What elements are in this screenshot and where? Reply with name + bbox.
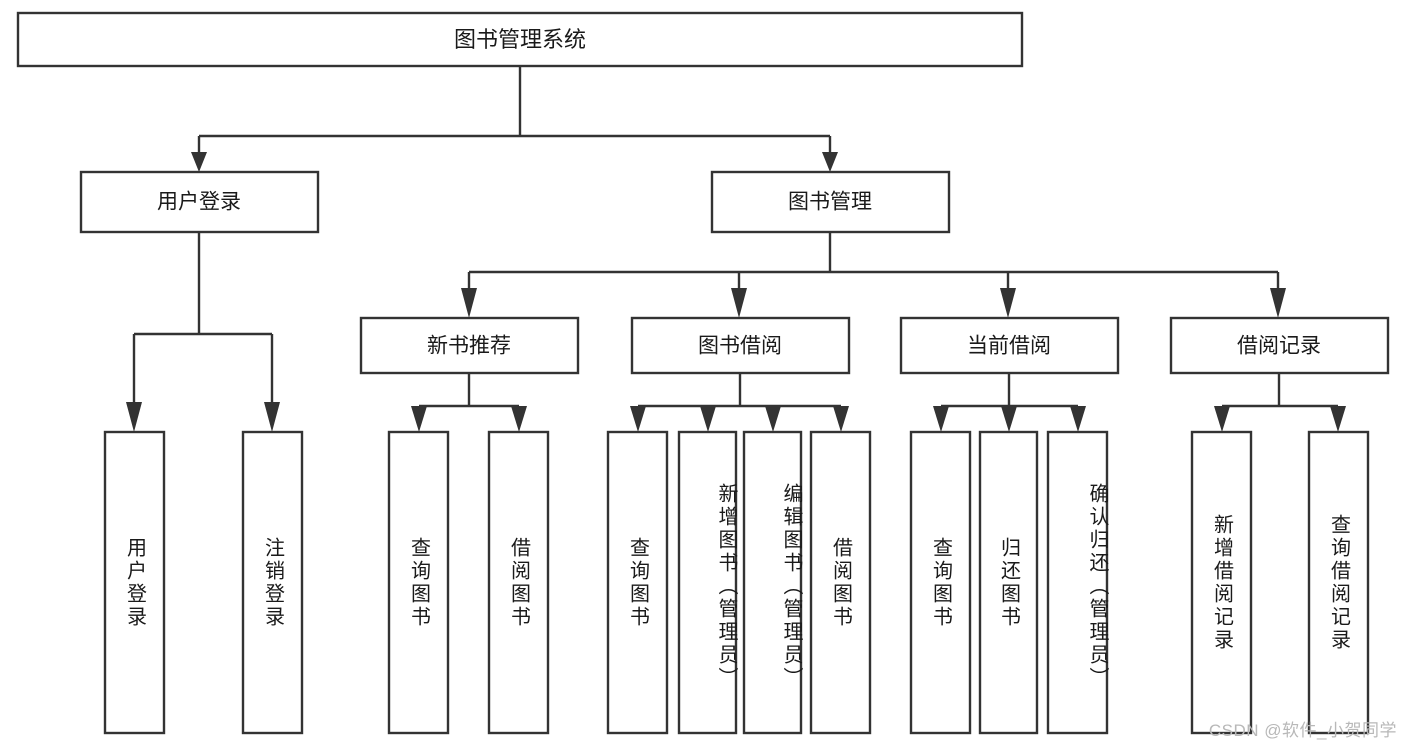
node-root[interactable]: 图书管理系统 — [16, 11, 1024, 68]
arrow-head-to-bookmgmt — [822, 152, 838, 172]
arrow-head-newbook-leaf-2 — [511, 406, 527, 432]
book-borrow-label: 图书借阅 — [698, 335, 782, 358]
arrow-head-currentborrow-leaf-3 — [1070, 406, 1086, 432]
current-borrow-label: 当前借阅 — [967, 335, 1051, 358]
node-user-login[interactable]: 用户登录 — [79, 170, 320, 234]
borrow-record-label: 借阅记录 — [1237, 335, 1321, 358]
leaf-box-borrow-book-2[interactable] — [809, 430, 872, 735]
node-book-borrow[interactable]: 图书借阅 — [630, 316, 851, 375]
csdn-watermark: CSDN @软件_小贺同学 — [1208, 721, 1397, 740]
arrow-head-currentborrow-leaf-2 — [1001, 406, 1017, 432]
borrow-record-box[interactable] — [1169, 316, 1390, 375]
arrow-head-to-book-borrow — [731, 288, 747, 318]
book-management-box[interactable] — [710, 170, 951, 234]
leaf-box-add-book-admin[interactable] — [677, 430, 738, 735]
leaf-box-add-borrow-record[interactable] — [1190, 430, 1253, 735]
book-management-label: 图书管理 — [788, 191, 872, 214]
leaf-box-borrow-book-1[interactable] — [487, 430, 550, 735]
user-login-label: 用户登录 — [157, 191, 241, 214]
arrow-head-bookborrow-leaf-4 — [833, 406, 849, 432]
new-book-recommend-box[interactable] — [359, 316, 580, 375]
node-new-book-recommend[interactable]: 新书推荐 — [359, 316, 580, 375]
arrow-head-borrowrecord-leaf-1 — [1214, 406, 1230, 432]
arrow-head-to-current-borrow — [1000, 288, 1016, 318]
leaf-box-query-book-3[interactable] — [909, 430, 972, 735]
node-borrow-record[interactable]: 借阅记录 — [1169, 316, 1390, 375]
current-borrow-box[interactable] — [899, 316, 1120, 375]
root-box[interactable] — [16, 11, 1024, 68]
arrow-head-user-login-leaf-1 — [126, 402, 142, 432]
arrow-head-borrowrecord-leaf-2 — [1330, 406, 1346, 432]
leaf-box-query-book-2[interactable] — [606, 430, 669, 735]
arrow-head-user-login-leaf-2 — [264, 402, 280, 432]
arrow-head-bookborrow-leaf-1 — [630, 406, 646, 432]
arrow-head-bookborrow-leaf-3 — [765, 406, 781, 432]
arrow-head-currentborrow-leaf-1 — [933, 406, 949, 432]
arrow-head-to-borrow-record — [1270, 288, 1286, 318]
arrow-head-to-userlogin — [191, 152, 207, 172]
node-book-management[interactable]: 图书管理 — [710, 170, 951, 234]
node-current-borrow[interactable]: 当前借阅 — [899, 316, 1120, 375]
leaf-box-query-borrow-record[interactable] — [1307, 430, 1370, 735]
leaf-box-user-login[interactable] — [103, 430, 166, 735]
leaf-box-edit-book-admin[interactable] — [742, 430, 803, 735]
book-borrow-box[interactable] — [630, 316, 851, 375]
leaf-box-return-book[interactable] — [978, 430, 1039, 735]
arrow-head-bookborrow-leaf-2 — [700, 406, 716, 432]
arrow-head-to-new-book — [461, 288, 477, 318]
root-label: 图书管理系统 — [454, 27, 586, 52]
leaf-box-confirm-return-admin[interactable] — [1046, 430, 1109, 735]
arrow-head-newbook-leaf-1 — [411, 406, 427, 432]
leaf-box-query-book-1[interactable] — [387, 430, 450, 735]
leaf-box-logout[interactable] — [241, 430, 304, 735]
new-book-recommend-label: 新书推荐 — [427, 335, 511, 358]
